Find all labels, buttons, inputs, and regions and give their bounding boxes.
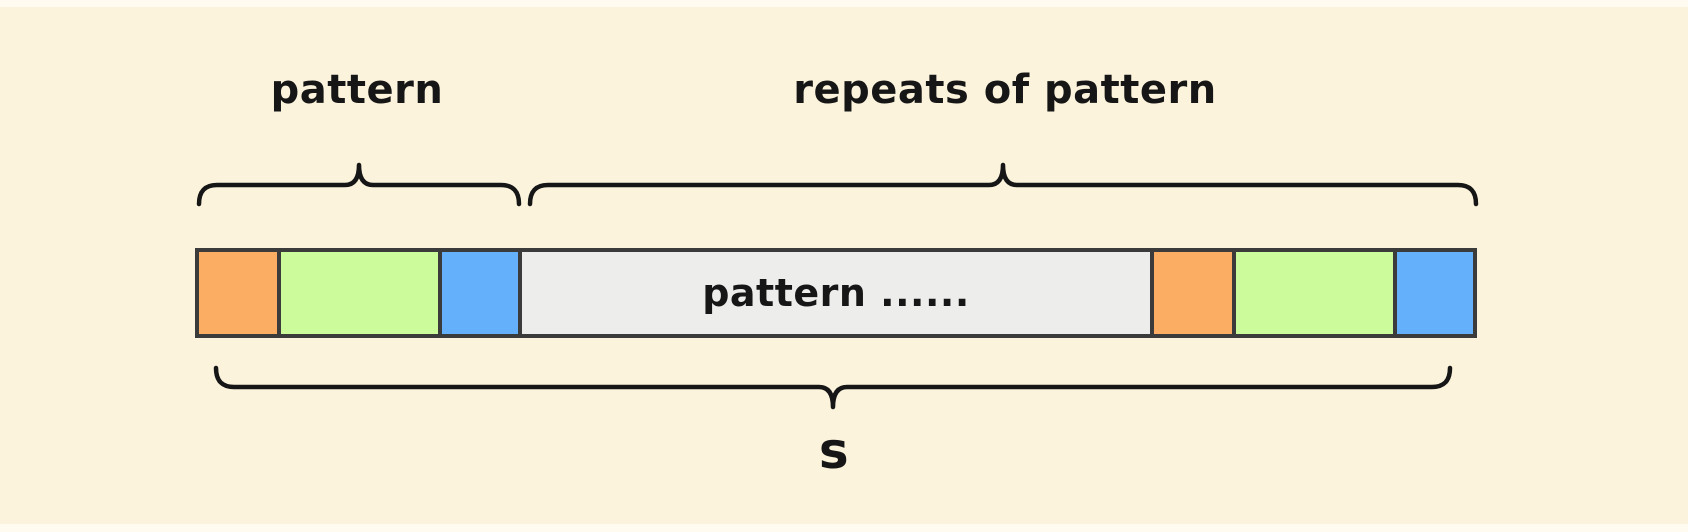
page-edge-bottom xyxy=(0,524,1688,532)
pattern-label: pattern xyxy=(270,67,444,113)
bar-segment-green-2 xyxy=(1232,252,1393,334)
repeats-of-pattern-label: repeats of pattern xyxy=(793,67,1217,113)
bar-segment-blue-2 xyxy=(1393,252,1473,334)
bar-segment-orange-1 xyxy=(199,252,277,334)
string-s-bar: pattern ...... xyxy=(195,248,1477,338)
bar-pattern-ellipsis-label: pattern ...... xyxy=(702,271,970,315)
bar-segment-orange-2 xyxy=(1150,252,1232,334)
page-edge-top xyxy=(0,0,1688,7)
overbrace-repeats-of-pattern xyxy=(527,162,1479,207)
bar-segment-green-1 xyxy=(277,252,438,334)
overbrace-pattern xyxy=(196,162,522,207)
bar-segment-blue-1 xyxy=(438,252,518,334)
string-s-label: s xyxy=(818,422,850,480)
underbrace-s xyxy=(213,365,1453,410)
bar-segment-pattern-repeats: pattern ...... xyxy=(518,252,1150,334)
